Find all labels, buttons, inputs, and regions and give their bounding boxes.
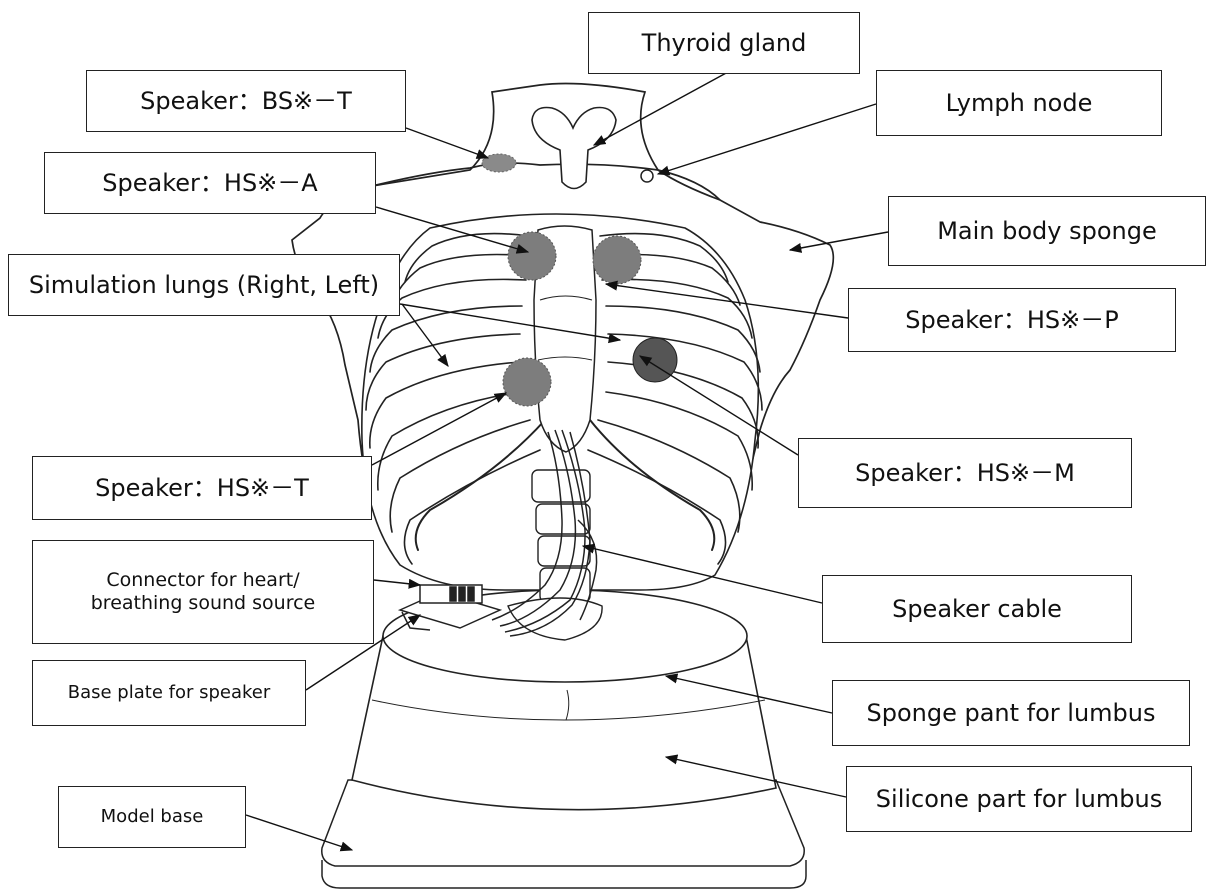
label-lymph-node: Lymph node xyxy=(876,70,1162,136)
label-simulation-lungs: Simulation lungs (Right, Left) xyxy=(8,254,400,316)
label-speaker-hs-a: Speaker：HS※－A xyxy=(44,152,376,214)
label-speaker-hs-t: Speaker：HS※－T xyxy=(32,456,372,520)
label-speaker-hs-p: Speaker：HS※－P xyxy=(848,288,1176,352)
speaker-hs-t-shape xyxy=(503,358,551,406)
label-speaker-hs-m: Speaker：HS※－M xyxy=(798,438,1132,508)
label-sponge-lumbus: Sponge pant for lumbus xyxy=(832,680,1190,746)
label-connector-line1: Connector for heart/ xyxy=(106,569,299,592)
leader-lymph-node xyxy=(658,104,876,174)
leader-connector xyxy=(374,580,420,585)
label-speaker-bs-t: Speaker：BS※－T xyxy=(86,70,406,132)
label-speaker-cable: Speaker cable xyxy=(822,575,1132,643)
label-main-body-sponge: Main body sponge xyxy=(888,196,1206,266)
leader-speaker-bs-t xyxy=(406,128,488,158)
label-connector-line2: breathing sound source xyxy=(91,592,316,615)
label-connector: Connector for heart/ breathing sound sou… xyxy=(32,540,374,644)
label-thyroid-gland: Thyroid gland xyxy=(588,12,860,74)
lymph-node-shape xyxy=(641,170,653,182)
label-model-base: Model base xyxy=(58,786,246,848)
label-base-plate: Base plate for speaker xyxy=(32,660,306,726)
speaker-bs-t-shape xyxy=(482,154,516,172)
label-silicone-lumbus: Silicone part for lumbus xyxy=(846,766,1192,832)
speaker-hs-p-shape xyxy=(593,236,641,284)
speaker-hs-a-shape xyxy=(508,232,556,280)
